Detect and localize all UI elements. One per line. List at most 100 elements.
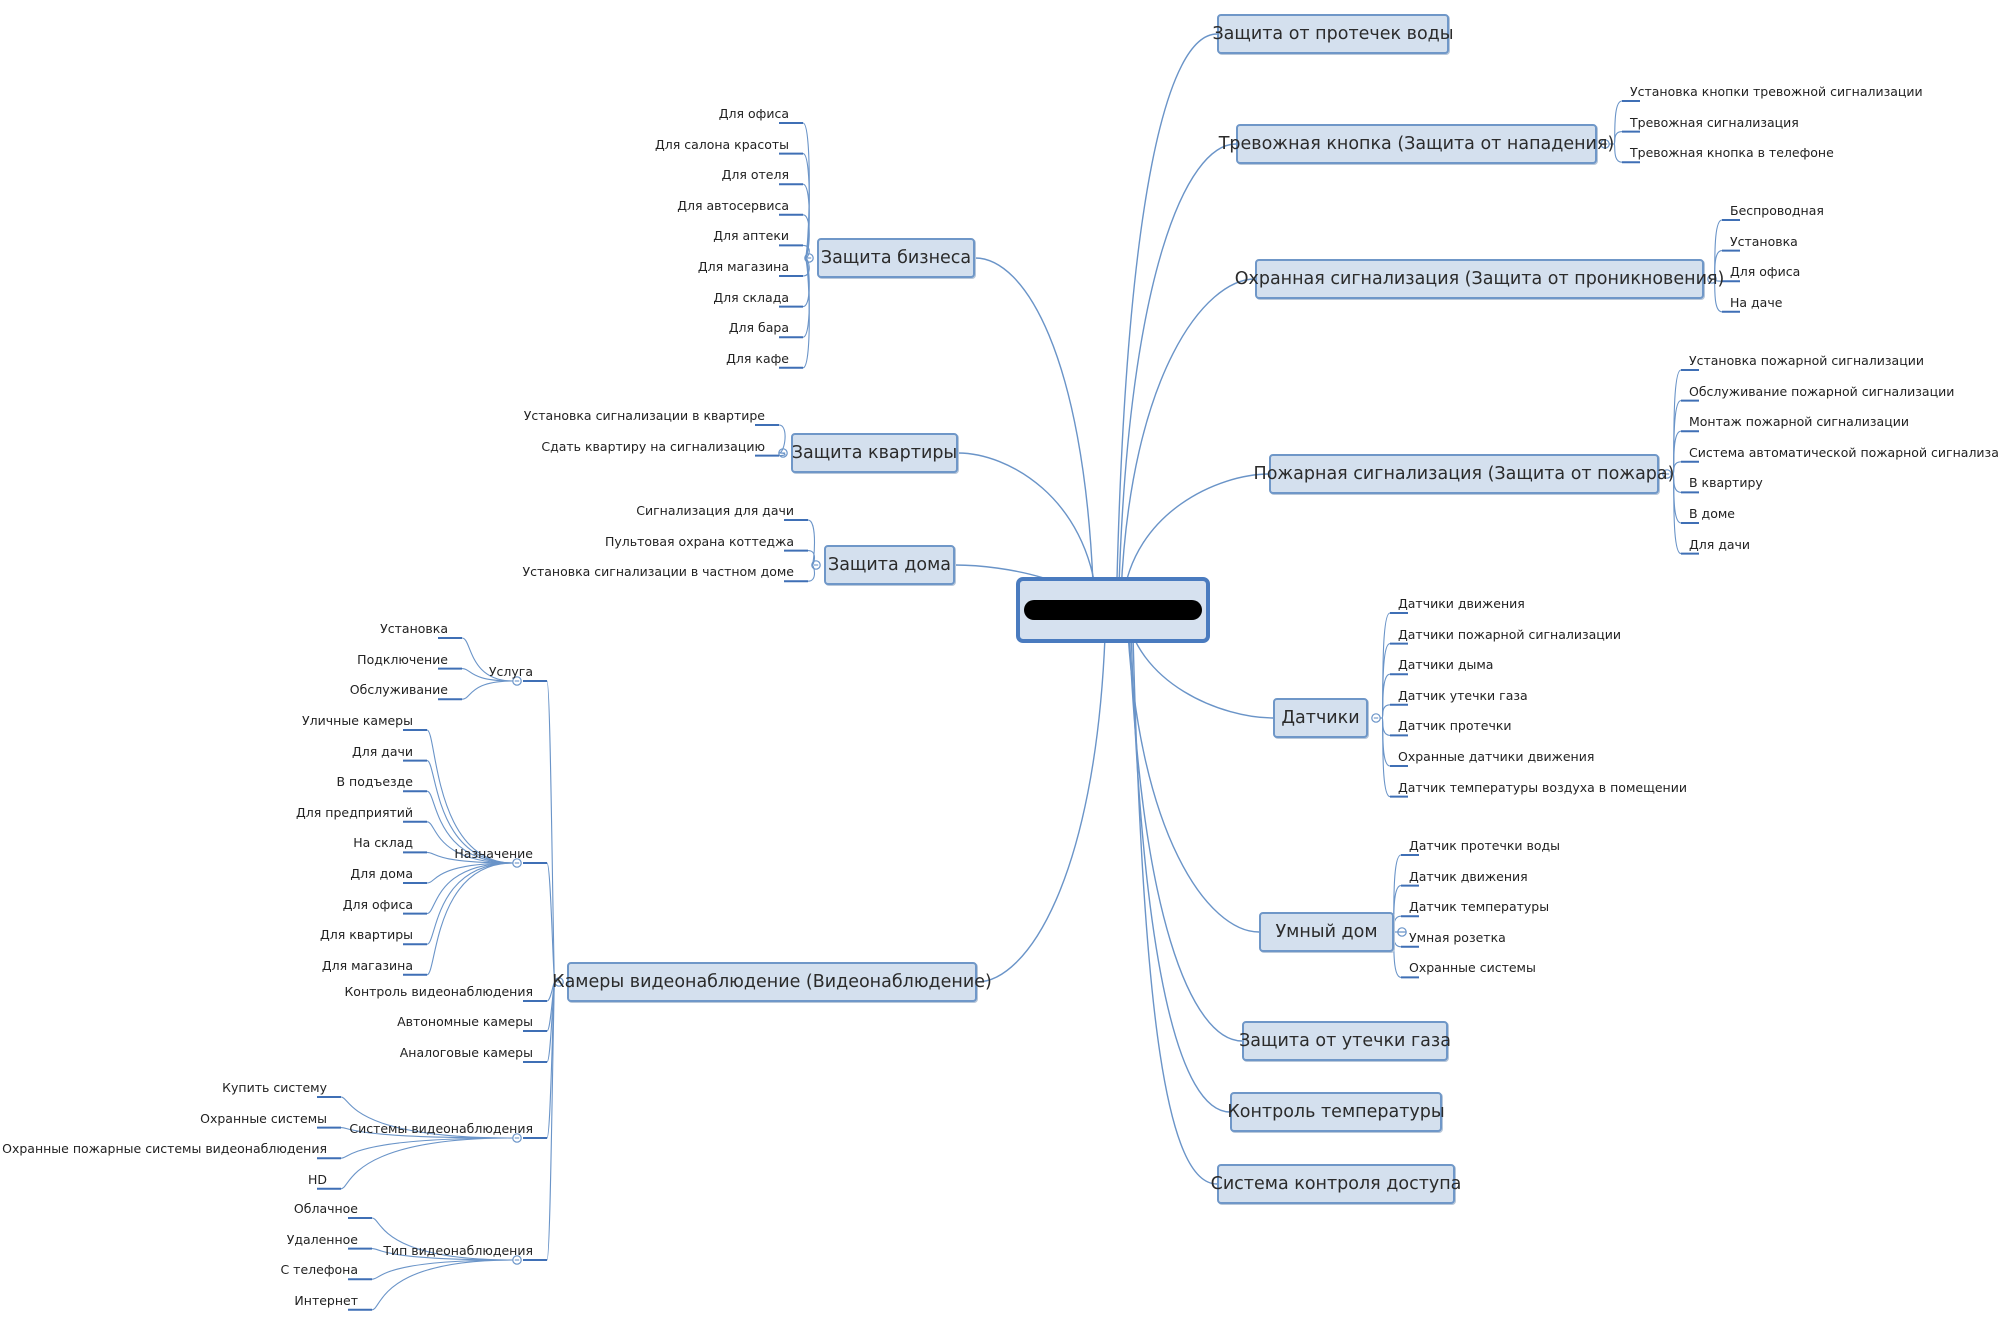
leaf-topic[interactable]: Установка <box>1730 233 1798 249</box>
leaf-topic[interactable]: Для дачи <box>1689 536 1751 552</box>
main-topic-right-8[interactable]: Система контроля доступа <box>1211 1164 1461 1204</box>
leaf-topic[interactable]: Обслуживание <box>349 682 448 698</box>
leaf-topic[interactable]: Для магазина <box>697 259 789 274</box>
main-topic-right-4[interactable]: Датчики <box>1273 698 1368 738</box>
leaf-topic[interactable]: Установка кнопки тревожной сигнализации <box>1630 84 1923 99</box>
sub-connector <box>426 760 514 864</box>
sub-connector <box>426 729 514 864</box>
leaf-topic[interactable]: Для дома <box>350 866 413 881</box>
leaf-topic[interactable]: Датчики пожарной сигнализации <box>1398 626 1622 642</box>
sub-connector <box>426 862 514 945</box>
leaf-topic[interactable]: Датчик температуры <box>1409 899 1550 915</box>
central-topic[interactable] <box>1016 577 1210 643</box>
leaf-topic[interactable]: Установка <box>380 621 448 636</box>
subtopic[interactable]: Аналоговые камеры <box>399 1045 533 1060</box>
leaf-topic[interactable]: Для офиса <box>342 896 413 912</box>
branch-connector <box>1120 278 1256 594</box>
main-topic-right-2[interactable]: Охранная сигнализация (Защита от проникн… <box>1235 259 1724 299</box>
leaf-topic[interactable]: Для магазина <box>321 957 413 973</box>
sub-connector <box>340 1137 514 1159</box>
subtopic[interactable]: Автономные камеры <box>397 1014 533 1029</box>
sub-connector <box>1672 473 1682 555</box>
leaf-topic[interactable]: Купить систему <box>222 1080 327 1095</box>
leaf-topic[interactable]: Пультовая охрана коттеджа <box>604 533 794 549</box>
sub-connector <box>426 790 514 864</box>
branch-connector <box>974 257 1094 584</box>
main-topic-right-6[interactable]: Защита от утечки газа <box>1239 1021 1451 1061</box>
subtopic[interactable]: Назначение <box>454 846 533 861</box>
leaf-topic[interactable]: Датчик протечки воды <box>1409 838 1561 853</box>
main-topic-right-0[interactable]: Защита от протечек воды <box>1212 14 1454 54</box>
leaf-topic[interactable]: Для автосервиса <box>677 197 789 213</box>
leaf-topic[interactable]: Датчики дыма <box>1398 657 1494 673</box>
leaf-topic[interactable]: Для отеля <box>721 167 789 183</box>
leaf-topic[interactable]: На склад <box>353 835 413 851</box>
leaf-topic[interactable]: В квартиру <box>1689 475 1763 491</box>
subtopic[interactable]: Услуга <box>488 664 533 679</box>
leaf-topic[interactable]: Охранные пожарные системы видеонаблюдени… <box>2 1141 327 1157</box>
leaf-topic[interactable]: Для офиса <box>1730 264 1801 280</box>
leaf-topic[interactable]: Охранные системы <box>200 1110 327 1126</box>
main-topic-right-3[interactable]: Пожарная сигнализация (Защита от пожара) <box>1254 454 1674 494</box>
sub-connector <box>1381 717 1391 798</box>
leaf-topic[interactable]: Для предприятий <box>296 804 413 820</box>
sub-connector <box>778 424 786 454</box>
leaf-topic[interactable]: Уличные камеры <box>302 713 413 728</box>
leaf-topic[interactable]: Для бара <box>728 320 789 336</box>
leaf-topic[interactable]: Для дачи <box>351 743 413 759</box>
sub-connector <box>426 862 514 915</box>
main-topic-left-3[interactable]: Камеры видеонаблюдение (Видеонаблюдение) <box>552 962 992 1002</box>
leaf-topic[interactable]: Сигнализация для дачи <box>636 503 794 518</box>
leaf-topic[interactable]: Монтаж пожарной сигнализации <box>1689 414 1909 430</box>
sub-connector <box>546 981 556 1261</box>
leaf-topic[interactable]: Обслуживание пожарной сигнализации <box>1689 383 1955 399</box>
main-topic-right-1[interactable]: Тревожная кнопка (Защита от нападения) <box>1219 124 1614 164</box>
leaf-topic[interactable]: Для кафе <box>726 350 789 366</box>
leaf-topic[interactable]: Облачное <box>293 1201 358 1216</box>
leaf-topic[interactable]: Установка сигнализации в частном доме <box>522 564 794 580</box>
leaf-topic[interactable]: HD <box>307 1171 327 1187</box>
subtopic[interactable]: Тип видеонаблюдения <box>383 1243 533 1258</box>
redacted-title <box>1024 600 1202 620</box>
leaf-topic[interactable]: Беспроводная <box>1730 203 1824 218</box>
sub-connector <box>807 550 816 566</box>
leaf-topic[interactable]: Для офиса <box>718 106 789 121</box>
leaf-topic[interactable]: Для склада <box>713 289 789 305</box>
subtopic[interactable]: Контроль видеонаблюдения <box>344 984 533 999</box>
leaf-topic[interactable]: Датчик температуры воздуха в помещении <box>1398 779 1687 795</box>
leaf-topic[interactable]: Для квартиры <box>320 927 413 943</box>
leaf-topic[interactable]: Сдать квартиру на сигнализацию <box>541 438 765 454</box>
sub-connector <box>340 1137 514 1190</box>
leaf-topic[interactable]: Охранные системы <box>1409 960 1536 976</box>
leaf-topic[interactable]: В подъезде <box>336 774 413 790</box>
main-topic-right-5[interactable]: Умный дом <box>1259 912 1394 952</box>
leaf-topic[interactable]: Для салона красоты <box>654 136 789 152</box>
main-topic-left-2[interactable]: Защита дома <box>824 545 955 585</box>
leaf-topic[interactable]: Тревожная кнопка в телефоне <box>1630 145 1834 161</box>
leaf-topic[interactable]: Тревожная сигнализация <box>1630 114 1799 130</box>
leaf-topic[interactable]: Для аптеки <box>713 228 789 244</box>
main-topic-right-7[interactable]: Контроль температуры <box>1227 1092 1445 1132</box>
leaf-topic[interactable]: На даче <box>1730 294 1783 310</box>
leaf-topic[interactable]: С телефона <box>280 1262 358 1278</box>
leaf-topic[interactable]: В доме <box>1689 506 1735 521</box>
leaf-topic[interactable]: Датчик протечки <box>1398 718 1512 734</box>
leaf-topic[interactable]: Интернет <box>294 1292 358 1308</box>
leaf-topic[interactable]: Охранные датчики движения <box>1398 749 1595 764</box>
leaf-topic[interactable]: Датчики движения <box>1398 596 1525 611</box>
sub-connector <box>426 821 514 864</box>
leaf-topic[interactable]: Установка сигнализации в квартире <box>523 408 765 423</box>
sub-connector <box>461 668 514 682</box>
sub-connector <box>807 564 816 582</box>
leaf-topic[interactable]: Датчик утечки газа <box>1398 687 1528 703</box>
leaf-topic[interactable]: Подключение <box>357 651 448 667</box>
leaf-topic[interactable]: Система автоматической пожарной сигнализ… <box>1689 444 1999 460</box>
sub-connector <box>461 680 514 700</box>
leaf-topic[interactable]: Удаленное <box>286 1231 358 1247</box>
main-topic-left-1[interactable]: Защита квартиры <box>791 433 958 473</box>
leaf-topic[interactable]: Умная розетка <box>1409 929 1506 945</box>
leaf-topic[interactable]: Датчик движения <box>1409 868 1528 884</box>
subtopic[interactable]: Системы видеонаблюдения <box>349 1121 533 1136</box>
leaf-topic[interactable]: Установка пожарной сигнализации <box>1689 353 1924 368</box>
main-topic-left-0[interactable]: Защита бизнеса <box>817 238 975 278</box>
